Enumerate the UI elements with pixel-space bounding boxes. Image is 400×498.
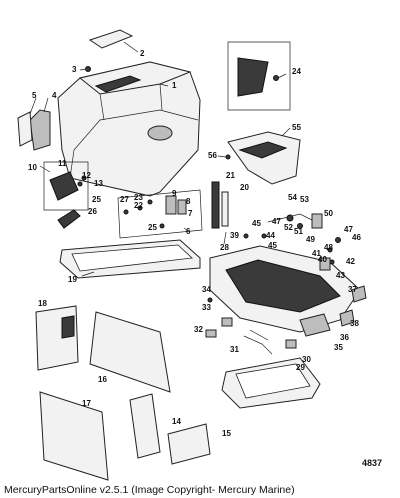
callout-3: 3 bbox=[72, 65, 77, 74]
seal-strip bbox=[211, 181, 220, 229]
leader-lines bbox=[29, 41, 291, 277]
callout-7: 7 bbox=[188, 209, 193, 218]
callout-4: 4 bbox=[52, 91, 57, 100]
callout-27: 27 bbox=[120, 195, 129, 204]
callout-13: 13 bbox=[94, 179, 103, 188]
callout-51: 51 bbox=[294, 227, 303, 236]
callout-40: 40 bbox=[318, 255, 327, 264]
callout-36: 36 bbox=[340, 333, 349, 342]
callout-22: 22 bbox=[134, 201, 143, 210]
callout-20: 20 bbox=[240, 183, 249, 192]
acoustic-panel-16 bbox=[89, 311, 171, 393]
callout-6: 6 bbox=[186, 227, 191, 236]
latch-assembly-left bbox=[43, 161, 89, 211]
callout-25a: 25 bbox=[92, 195, 101, 204]
callout-39: 39 bbox=[230, 231, 239, 240]
cowl-seal bbox=[59, 239, 201, 279]
callout-9: 9 bbox=[172, 189, 177, 198]
callout-15: 15 bbox=[222, 429, 231, 438]
callout-2: 2 bbox=[140, 49, 145, 58]
acoustic-panel-14 bbox=[129, 393, 161, 459]
small-hardware bbox=[205, 285, 367, 355]
callout-18: 18 bbox=[38, 299, 47, 308]
callout-56: 56 bbox=[208, 151, 217, 160]
seal-strip-2 bbox=[221, 191, 229, 227]
callout-1: 1 bbox=[172, 81, 177, 90]
callout-48: 48 bbox=[324, 243, 333, 252]
callout-17: 17 bbox=[82, 399, 91, 408]
acoustic-panel-17 bbox=[39, 391, 109, 481]
callout-16: 16 bbox=[98, 375, 107, 384]
callout-33: 33 bbox=[202, 303, 211, 312]
rear-tray bbox=[227, 131, 301, 185]
callout-30: 30 bbox=[302, 355, 311, 364]
callout-45a: 45 bbox=[252, 219, 261, 228]
callout-21: 21 bbox=[226, 171, 235, 180]
callout-41: 41 bbox=[312, 249, 321, 258]
callout-11: 11 bbox=[58, 159, 67, 168]
callout-10: 10 bbox=[28, 163, 37, 172]
callout-52: 52 bbox=[284, 223, 293, 232]
rear-bracket bbox=[227, 41, 291, 111]
callout-47b: 47 bbox=[344, 225, 353, 234]
callout-55: 55 bbox=[292, 123, 301, 132]
figure-id: 4837 bbox=[362, 458, 382, 468]
acoustic-panel-18 bbox=[35, 305, 79, 371]
shift-linkage bbox=[243, 213, 341, 271]
callout-46: 46 bbox=[352, 233, 361, 242]
callout-35: 35 bbox=[334, 343, 343, 352]
callout-26: 26 bbox=[88, 207, 97, 216]
callout-38: 38 bbox=[350, 319, 359, 328]
callout-19: 19 bbox=[68, 275, 77, 284]
callout-45b: 45 bbox=[268, 241, 277, 250]
callout-25b: 25 bbox=[148, 223, 157, 232]
callout-5: 5 bbox=[32, 91, 37, 100]
top-cowl bbox=[57, 61, 201, 197]
callout-54: 54 bbox=[288, 193, 297, 202]
emblem bbox=[17, 111, 33, 147]
callout-31: 31 bbox=[230, 345, 239, 354]
callout-53: 53 bbox=[300, 195, 309, 204]
callout-8: 8 bbox=[186, 197, 191, 206]
vent-cover bbox=[88, 29, 134, 49]
latch-hardware-center bbox=[117, 189, 203, 239]
callout-28: 28 bbox=[220, 243, 229, 252]
callout-47a: 47 bbox=[272, 217, 281, 226]
latch-handle bbox=[57, 209, 81, 229]
callout-23: 23 bbox=[134, 193, 143, 202]
copyright-footer: MercuryPartsOnline v2.5.1 (Image Copyrig… bbox=[4, 484, 295, 496]
callout-34: 34 bbox=[202, 285, 211, 294]
screw bbox=[85, 66, 91, 72]
callout-49: 49 bbox=[306, 235, 315, 244]
callout-43: 43 bbox=[336, 271, 345, 280]
lower-cowl-seal bbox=[221, 357, 321, 409]
callout-32: 32 bbox=[194, 325, 203, 334]
screw bbox=[225, 154, 231, 160]
callout-24: 24 bbox=[292, 67, 301, 76]
logo-decal bbox=[29, 109, 51, 151]
callout-29: 29 bbox=[296, 363, 305, 372]
callout-12: 12 bbox=[82, 171, 91, 180]
callout-50: 50 bbox=[324, 209, 333, 218]
acoustic-panel-15 bbox=[167, 423, 211, 465]
callout-42: 42 bbox=[346, 257, 355, 266]
callout-37: 37 bbox=[348, 285, 357, 294]
callout-labels: 1 2 3 4 5 6 7 8 9 10 11 12 13 14 15 16 1… bbox=[28, 49, 361, 438]
callout-44: 44 bbox=[266, 231, 275, 240]
callout-14: 14 bbox=[172, 417, 181, 426]
